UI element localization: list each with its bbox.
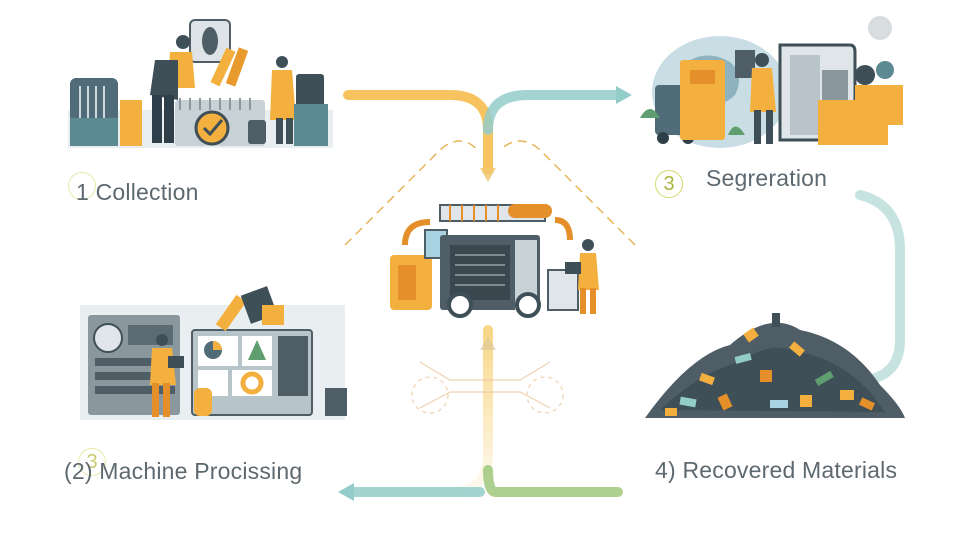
arrow-center-down: [347, 325, 493, 497]
dashed-roof-right: [499, 140, 636, 246]
faint-ring-left: [411, 376, 449, 414]
arrowhead-center-top: [480, 168, 496, 182]
arrowhead-machine-processing: [338, 483, 354, 501]
segregation-scene-icon: [640, 16, 903, 148]
faint-ring-right: [526, 376, 564, 414]
collection-step-badge: [68, 172, 96, 200]
central-machine-icon: [390, 204, 599, 318]
recovered-materials-label: 4) Recovered Materials: [655, 457, 898, 483]
segregation-step-badge: 3: [655, 170, 683, 198]
faint-cross-arrows: [411, 361, 564, 414]
arrow-segregation-to-materials: [855, 190, 905, 383]
bottom-flow-arrows: [338, 325, 623, 501]
collection-scene-icon: [68, 19, 333, 148]
machine-processing-step-badge: 3: [78, 448, 106, 476]
arrow-center-to-segregation: [483, 90, 623, 135]
faint-arrow-top: [419, 361, 551, 381]
faint-arrow-bottom: [419, 391, 551, 409]
machine-processing-scene-icon: [80, 286, 347, 420]
dashed-roof-left: [344, 140, 479, 246]
machine-processing-label: (2) Machine Procissing: [64, 458, 303, 484]
segregation-label: Segreration: [706, 165, 828, 191]
arrowhead-center-bottom: [480, 336, 496, 350]
arrowhead-segregation: [616, 86, 632, 104]
arrow-collection-to-center: [343, 90, 493, 175]
collection-label: 1 Collection: [76, 179, 199, 205]
arrow-materials-to-center: [483, 465, 623, 497]
dashed-roof: [344, 140, 636, 246]
recovered-materials-pile-icon: [645, 313, 905, 418]
top-flow-arrows: [343, 86, 632, 182]
